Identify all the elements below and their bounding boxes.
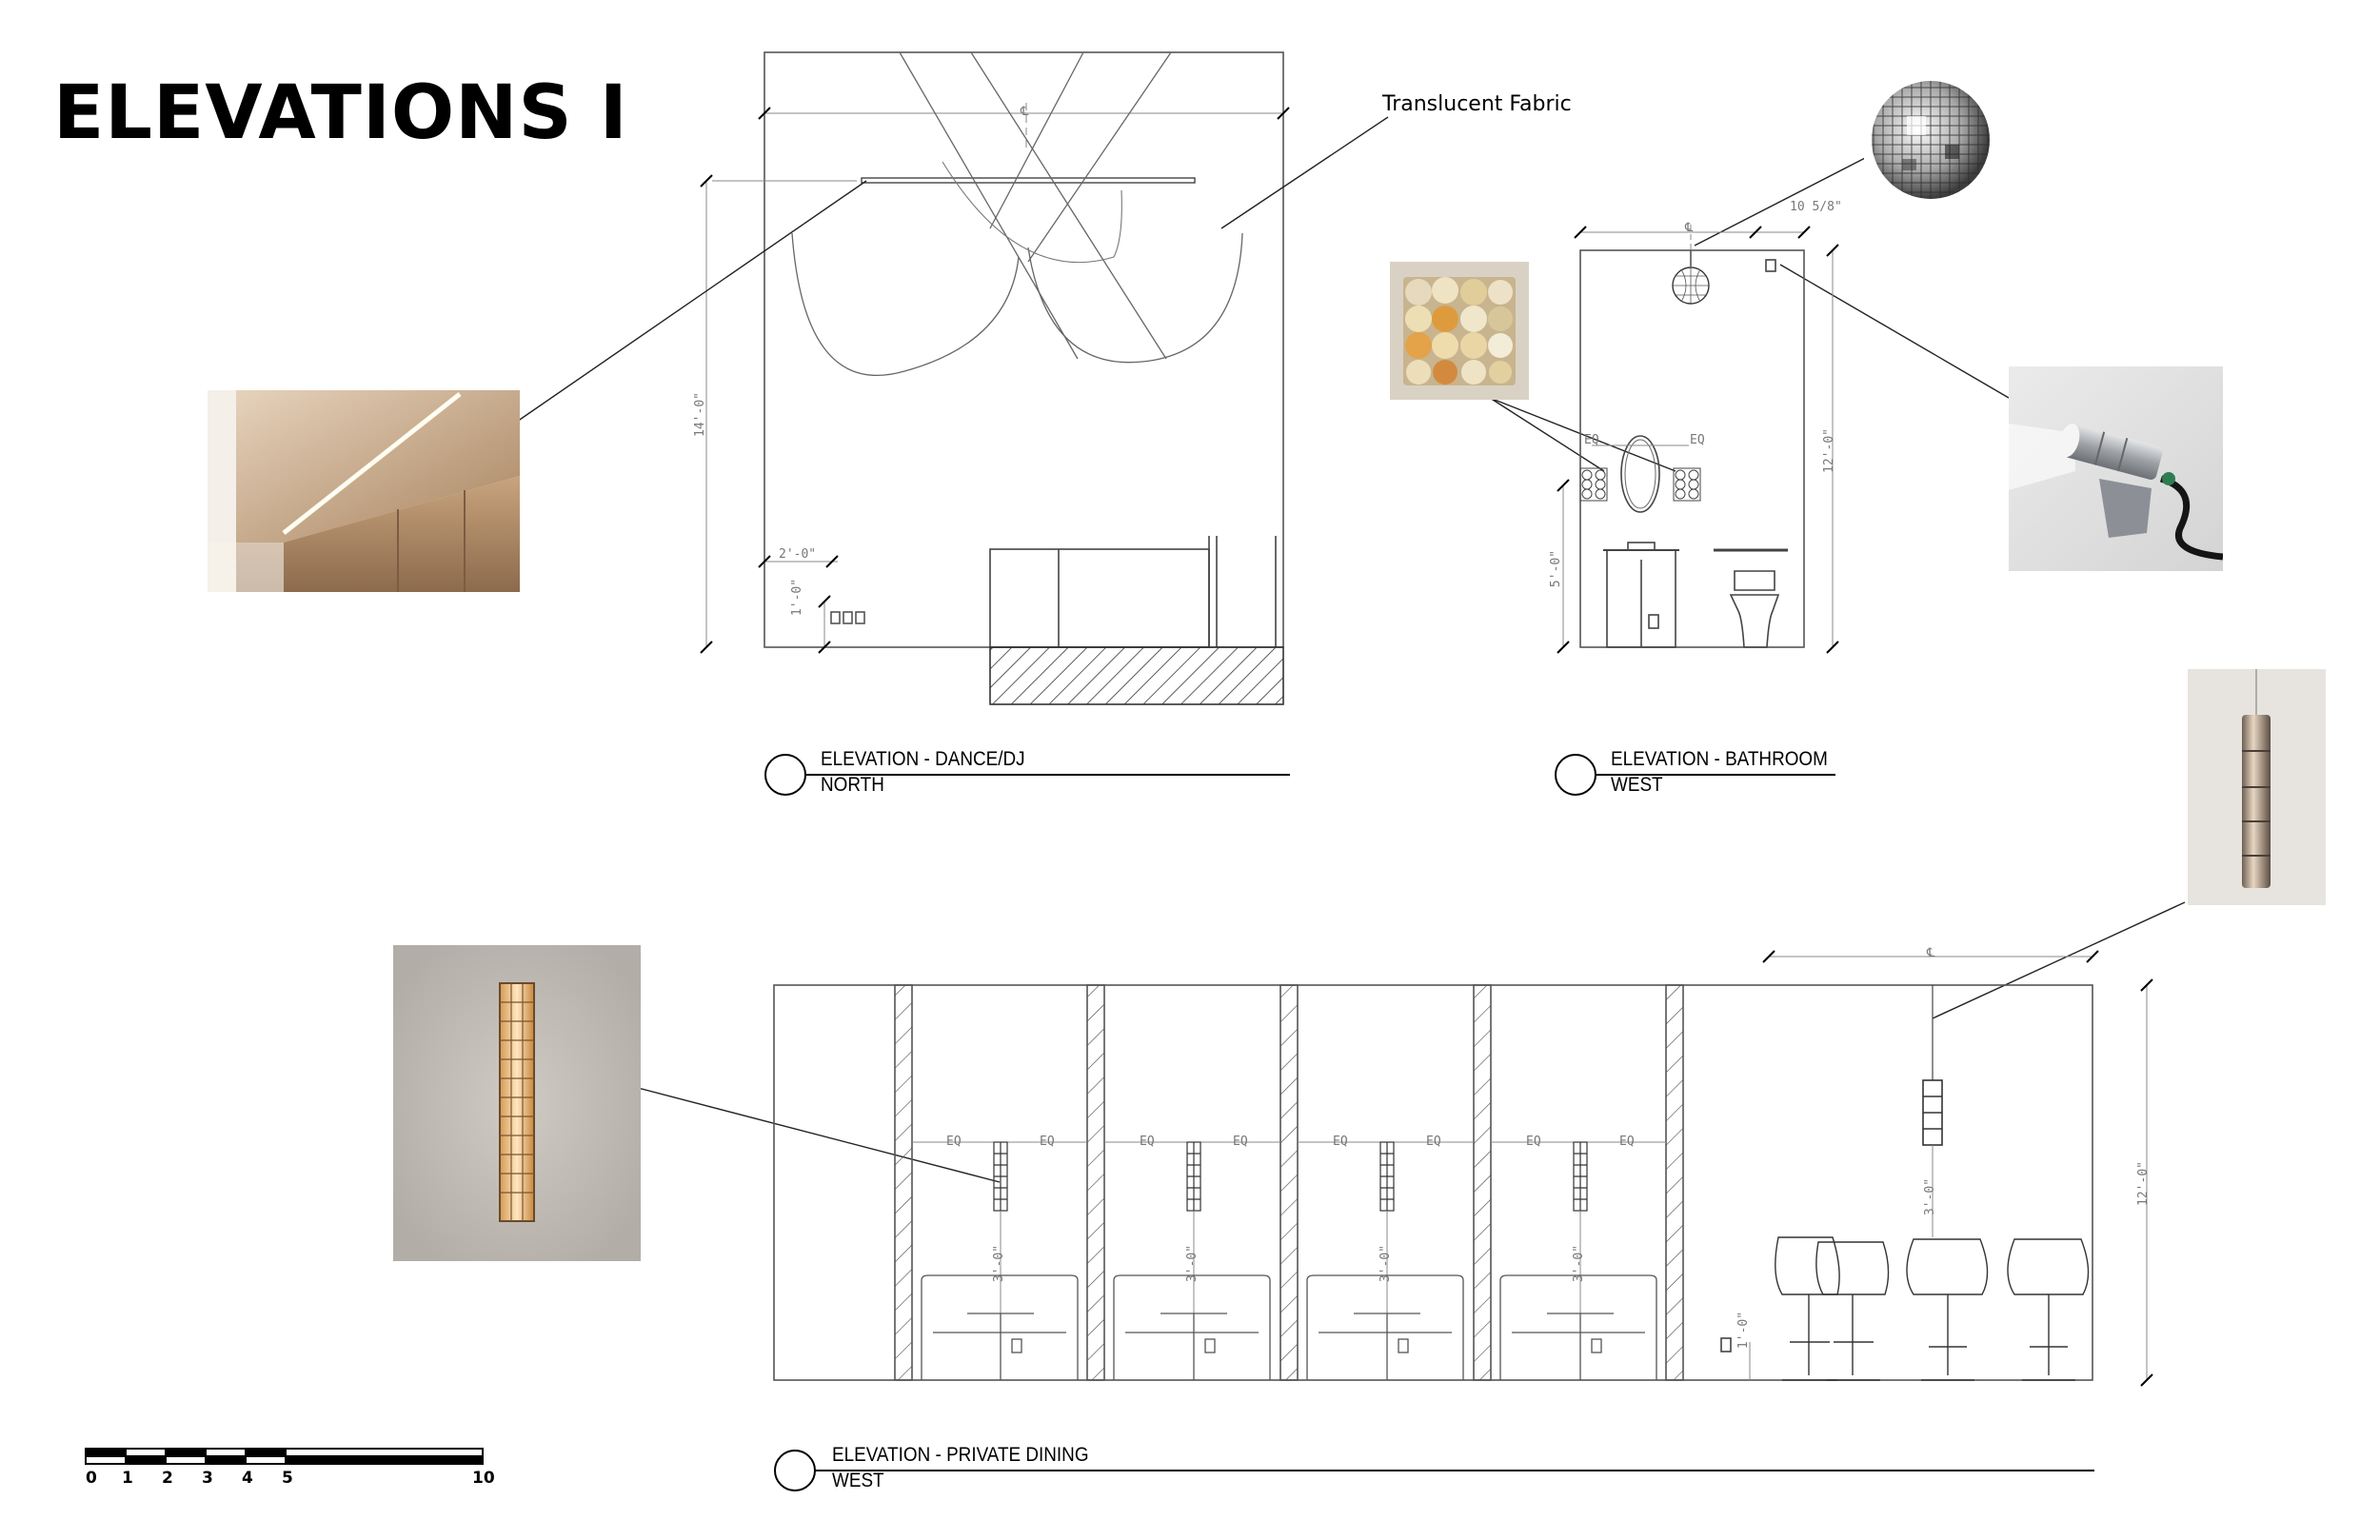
scale-label-5: 5 <box>282 1469 293 1488</box>
bath-centerline: ℄ <box>1685 221 1694 235</box>
dining-elevation-label: ELEVATION - PRIVATE DINING WEST <box>832 1442 1089 1493</box>
cove-light-icon <box>208 390 520 592</box>
dining-eq-3a: EQ <box>1333 1135 1348 1149</box>
scale-label-4: 4 <box>242 1469 253 1488</box>
bathroom-elevation-direction: WEST <box>1611 774 1663 796</box>
scale-bar <box>85 1448 484 1465</box>
dining-pendant-h: 3'-0" <box>1923 1177 1938 1216</box>
scale-label-3: 3 <box>202 1469 213 1488</box>
bathroom-elevation-tag <box>1555 754 1835 796</box>
leader-lines <box>513 116 2186 1183</box>
dining-sconce-h-2: 3'-0" <box>1185 1244 1200 1283</box>
linear-cove-light-photo <box>208 390 520 592</box>
dance-centerline: ℄ <box>1021 105 1029 119</box>
dining-elevation-tag <box>774 1450 2094 1491</box>
spotlight-icon <box>2009 366 2223 571</box>
bathroom-elevation-label: ELEVATION - BATHROOM WEST <box>1611 746 1828 798</box>
scale-label-2: 2 <box>162 1469 173 1488</box>
glass-sconce-icon <box>1390 262 1529 400</box>
scale-label-0: 0 <box>86 1469 97 1488</box>
dining-eq-2b: EQ <box>1233 1135 1248 1149</box>
dining-outlet-h: 1'-0" <box>1736 1311 1752 1350</box>
dining-centerline: ℄ <box>1927 946 1935 960</box>
dance-elevation-name: ELEVATION - DANCE/DJ <box>821 748 1025 770</box>
disco-ball-icon <box>1864 78 1997 202</box>
bathroom-elevation <box>1557 225 1839 654</box>
dining-elevation-direction: WEST <box>832 1470 884 1491</box>
dining-sconce-h-4: 3'-0" <box>1572 1244 1587 1283</box>
dining-height-dim: 12'-0" <box>2135 1161 2151 1206</box>
wall-sconce-icon <box>393 945 641 1261</box>
dining-eq-1b: EQ <box>1040 1135 1055 1149</box>
dining-elevation <box>773 950 2153 1387</box>
bath-eq-right: EQ <box>1690 433 1705 447</box>
dance-height-dim: 14'-0" <box>692 392 707 437</box>
pendant-icon <box>2188 669 2326 905</box>
dining-eq-4b: EQ <box>1619 1135 1635 1149</box>
dance-elevation-label: ELEVATION - DANCE/DJ NORTH <box>821 746 1025 798</box>
dining-eq-2a: EQ <box>1140 1135 1155 1149</box>
bath-height-dim: 12'-0" <box>1821 428 1836 473</box>
spotlight-photo <box>2009 366 2223 571</box>
disco-ball-photo <box>1864 78 1997 202</box>
dining-eq-3b: EQ <box>1426 1135 1441 1149</box>
page-title: ELEVATIONS I <box>53 70 628 156</box>
bath-eq-left: EQ <box>1584 433 1599 447</box>
dining-sconce-h-3: 3'-0" <box>1378 1244 1394 1283</box>
grid-wall-sconce-photo <box>393 945 641 1261</box>
dining-eq-4a: EQ <box>1526 1135 1541 1149</box>
dining-sconce-h-1: 3'-0" <box>992 1244 1007 1283</box>
bath-sconce-height-dim: 5'-0" <box>1549 549 1564 588</box>
bathroom-elevation-name: ELEVATION - BATHROOM <box>1611 748 1828 770</box>
fabric-callout: Translucent Fabric <box>1382 92 1572 116</box>
scale-label-10: 10 <box>472 1469 495 1488</box>
glass-sconce-photo <box>1390 262 1529 400</box>
dance-elevation-direction: NORTH <box>821 774 884 796</box>
dining-elevation-name: ELEVATION - PRIVATE DINING <box>832 1444 1089 1466</box>
dance-offset-v-dim: 1'-0" <box>790 578 805 617</box>
cylinder-pendant-photo <box>2188 669 2326 905</box>
dance-offset-h-dim: 2'-0" <box>779 547 817 562</box>
bath-spot-offset-dim: 10 5/8" <box>1790 200 1842 214</box>
dance-elevation <box>700 51 1290 705</box>
dining-eq-1a: EQ <box>946 1135 962 1149</box>
dance-elevation-tag <box>764 754 1290 796</box>
scale-label-1: 1 <box>122 1469 133 1488</box>
